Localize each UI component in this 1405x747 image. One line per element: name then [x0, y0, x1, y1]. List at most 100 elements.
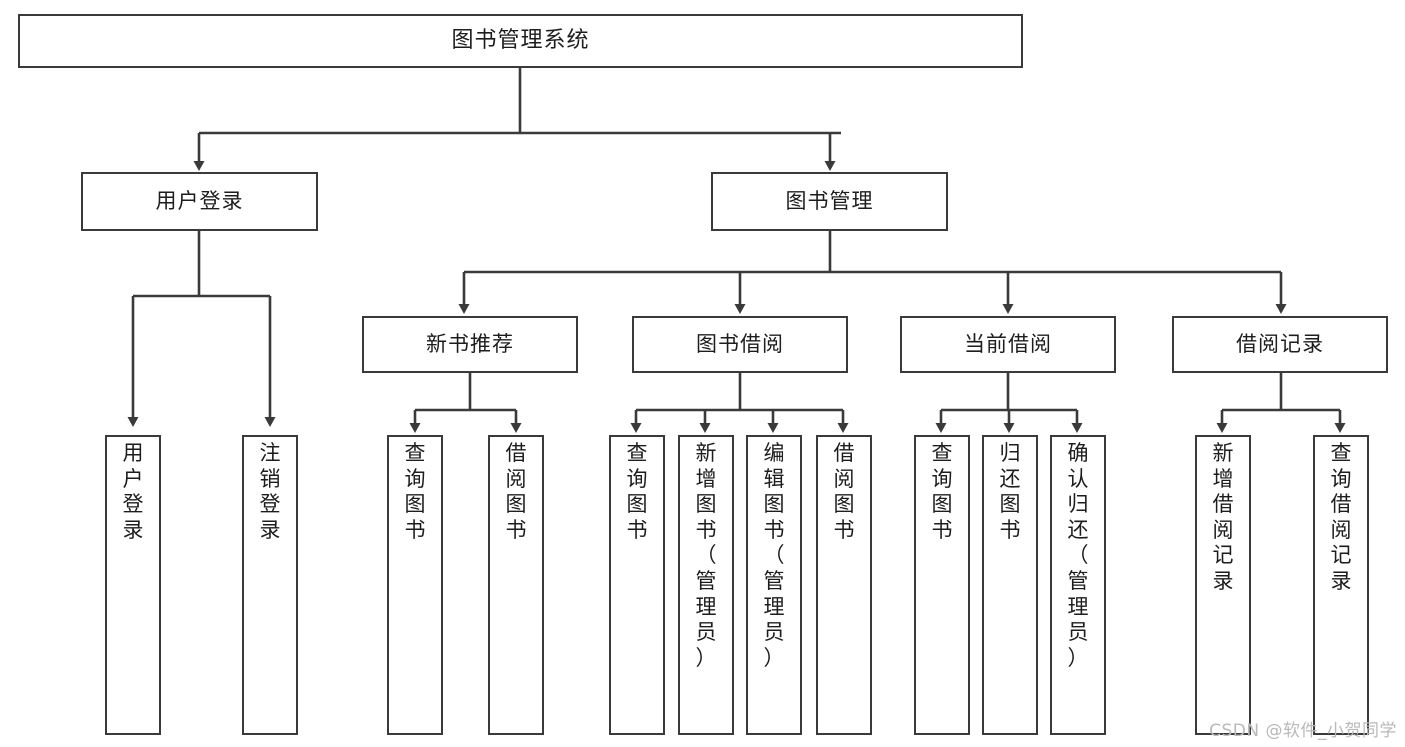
node-label-char: 登: [122, 492, 144, 517]
node-label-char: 归: [1067, 492, 1089, 517]
node-label: 新增图书（管理员）: [680, 441, 732, 671]
node-label-char: 图: [833, 492, 855, 517]
node-label: 新增借阅记录: [1197, 441, 1249, 595]
node-label: 编辑图书（管理员）: [748, 441, 800, 671]
node-label: 用户登录: [155, 188, 244, 213]
node-label-char: 录: [1212, 569, 1234, 594]
node-label: 图书管理系统: [451, 27, 590, 53]
csdn-watermark: CSDN @软件_小贺同学: [1209, 721, 1397, 741]
node-label-char: 员: [763, 620, 785, 645]
node-current-borrow[interactable]: 当前借阅: [900, 316, 1116, 373]
node-label: 借阅图书: [490, 441, 542, 543]
node-label-char: 登: [259, 492, 281, 517]
node-label-char: 书: [763, 517, 785, 542]
leaf-user-login-signin[interactable]: 用户登录: [105, 435, 161, 735]
node-label: 注销登录: [244, 441, 296, 543]
node-book-management[interactable]: 图书管理: [711, 172, 948, 231]
node-label-char: 理: [695, 594, 717, 619]
node-label-char: 查: [931, 441, 953, 465]
node-label-char: 图: [999, 492, 1021, 517]
node-label-char: 图: [404, 492, 426, 517]
node-user-login[interactable]: 用户登录: [81, 172, 318, 231]
node-label-char: 增: [695, 466, 717, 491]
node-label-char: 图: [505, 492, 527, 517]
node-label-char: 借: [505, 441, 527, 465]
node-label-char: 书: [404, 517, 426, 542]
node-label-char: 管: [695, 569, 717, 594]
node-book-borrow[interactable]: 图书借阅: [632, 316, 848, 373]
node-label-char: 询: [1330, 466, 1352, 491]
leaf-borrow-query-book[interactable]: 查询图书: [609, 435, 665, 735]
leaf-record-query-record[interactable]: 查询借阅记录: [1313, 435, 1369, 735]
node-label-char: 借: [1212, 492, 1234, 517]
node-label-char: 书: [931, 517, 953, 542]
node-label: 确认归还（管理员）: [1052, 441, 1104, 671]
node-label-char: 查: [404, 441, 426, 465]
node-label-char: 认: [1067, 466, 1089, 491]
node-label-char: 辑: [763, 466, 785, 491]
node-label: 图书管理: [785, 188, 874, 213]
node-label-char: 查: [1330, 441, 1352, 465]
node-label-char: 理: [1067, 594, 1089, 619]
node-label-char: 阅: [1330, 517, 1352, 542]
node-label: 归还图书: [984, 441, 1036, 543]
leaf-newbook-borrow-book[interactable]: 借阅图书: [488, 435, 544, 735]
node-label-char: 借: [1330, 492, 1352, 517]
node-label-char: 询: [626, 466, 648, 491]
node-label-char: 确: [1067, 441, 1089, 465]
node-label-char: 图: [626, 492, 648, 517]
node-label-char: 书: [695, 517, 717, 542]
leaf-user-login-signout[interactable]: 注销登录: [242, 435, 298, 735]
leaf-record-add-record[interactable]: 新增借阅记录: [1195, 435, 1251, 735]
node-label-char: 员: [1067, 620, 1089, 645]
node-label-char: 书: [626, 517, 648, 542]
node-label-char: 录: [1330, 569, 1352, 594]
node-borrow-record[interactable]: 借阅记录: [1172, 316, 1388, 373]
node-label: 借阅记录: [1236, 331, 1324, 356]
node-label-char: 录: [122, 517, 144, 542]
node-label: 图书借阅: [696, 331, 784, 356]
node-label-char: 询: [404, 466, 426, 491]
node-new-book-recommend[interactable]: 新书推荐: [362, 316, 578, 373]
node-label-char: 图: [695, 492, 717, 517]
node-label-char: 阅: [1212, 517, 1234, 542]
node-root-book-management-system[interactable]: 图书管理系统: [18, 14, 1023, 68]
leaf-current-query-book[interactable]: 查询图书: [914, 435, 970, 735]
node-label: 查询图书: [611, 441, 663, 543]
node-label-char: ）: [1067, 645, 1089, 670]
node-label-char: （: [1067, 543, 1089, 568]
leaf-borrow-borrow-book[interactable]: 借阅图书: [816, 435, 872, 735]
node-label-char: 询: [931, 466, 953, 491]
node-label-char: 用: [122, 441, 144, 465]
node-label-char: 录: [259, 517, 281, 542]
node-label-char: 还: [1067, 517, 1089, 542]
leaf-borrow-add-book-admin[interactable]: 新增图书（管理员）: [678, 435, 734, 735]
node-label: 查询图书: [389, 441, 441, 543]
node-label-char: 编: [763, 441, 785, 465]
leaf-current-confirm-return-admin[interactable]: 确认归还（管理员）: [1050, 435, 1106, 735]
node-label: 查询图书: [916, 441, 968, 543]
node-label-char: 户: [122, 466, 144, 491]
node-label-char: 注: [259, 441, 281, 465]
node-label-char: ）: [763, 645, 785, 670]
node-label: 查询借阅记录: [1315, 441, 1367, 595]
node-label-char: 管: [763, 569, 785, 594]
leaf-newbook-query-book[interactable]: 查询图书: [387, 435, 443, 735]
node-label-char: （: [763, 543, 785, 568]
node-label-char: 归: [999, 441, 1021, 465]
node-label-char: 书: [999, 517, 1021, 542]
node-label: 新书推荐: [426, 331, 514, 356]
node-label-char: 记: [1330, 543, 1352, 568]
node-label-char: 书: [505, 517, 527, 542]
leaf-borrow-edit-book-admin[interactable]: 编辑图书（管理员）: [746, 435, 802, 735]
node-label-char: 阅: [833, 466, 855, 491]
node-label-char: 图: [763, 492, 785, 517]
node-label-char: 查: [626, 441, 648, 465]
node-label-char: 增: [1212, 466, 1234, 491]
node-label-char: （: [695, 543, 717, 568]
leaf-current-return-book[interactable]: 归还图书: [982, 435, 1038, 735]
node-label: 用户登录: [107, 441, 159, 543]
node-label-char: 新: [1212, 441, 1234, 465]
node-label-char: 借: [833, 441, 855, 465]
